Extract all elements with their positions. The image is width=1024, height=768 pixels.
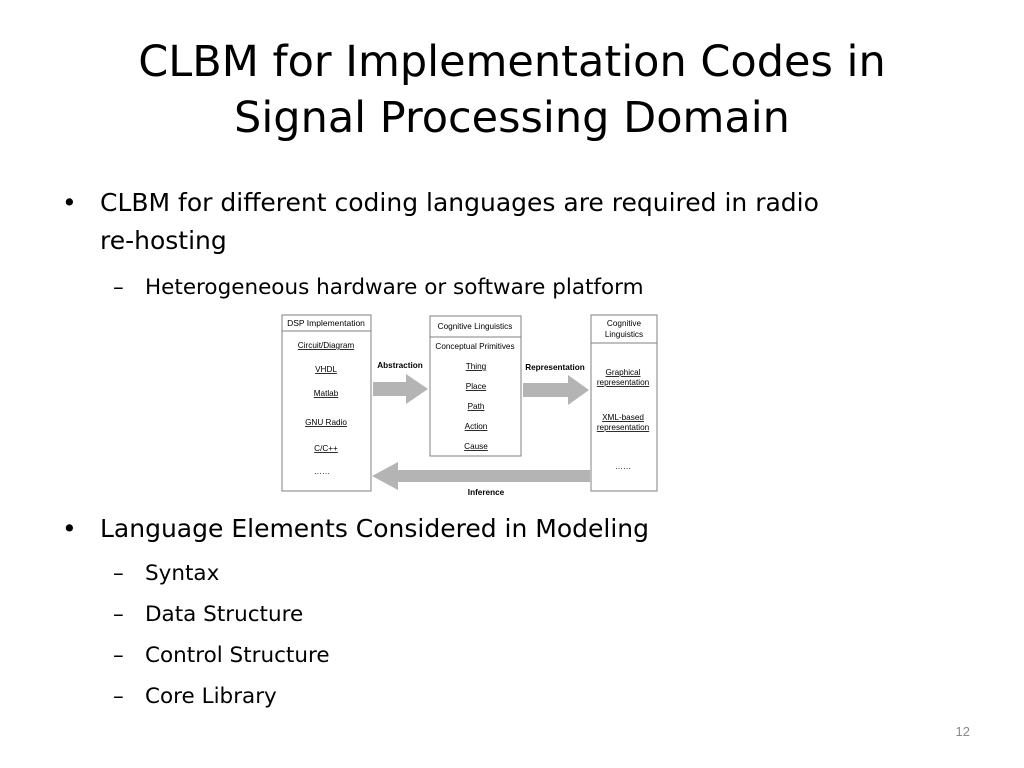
clbm-diagram: DSP Implementation Circuit/Diagram VHDL … (281, 314, 658, 496)
box-item: VHDL (315, 365, 337, 374)
representation-arrow: Representation (523, 363, 589, 405)
abstraction-arrow: Abstraction (373, 361, 428, 404)
box-header: Cognitive Linguistics (438, 322, 513, 331)
box-item: Cause (464, 442, 488, 451)
inference-label: Inference (468, 488, 505, 496)
box-item: Thing (466, 362, 487, 371)
cognitive-linguistics-output-box: Cognitive Linguistics Graphical represen… (590, 314, 658, 492)
box-header: Cognitive (607, 319, 642, 328)
box-item: GNU Radio (305, 418, 347, 427)
representation-label: Representation (525, 363, 585, 372)
dash-icon: – (113, 275, 124, 300)
box-item: representation (597, 378, 650, 387)
box-subheader: Conceptual Primitives (435, 342, 514, 351)
box-header: Linguistics (605, 330, 643, 339)
title-line-1: CLBM for Implementation Codes in (138, 37, 886, 87)
sub-bullet-item: – Control Structure (113, 641, 965, 671)
sub-bullet-text: Core Library (145, 684, 277, 709)
box-header: DSP Implementation (287, 318, 365, 328)
box-item: Path (468, 402, 485, 411)
box-item: C/C++ (314, 444, 338, 453)
cognitive-linguistics-box: Cognitive Linguistics Conceptual Primiti… (429, 315, 522, 457)
bullet-text-line: CLBM for different coding languages are … (100, 188, 819, 217)
box-ellipsis: …… (615, 462, 631, 471)
box-item: Graphical (605, 368, 640, 377)
sub-bullet-text: Control Structure (145, 643, 330, 668)
box-item: XML-based (602, 413, 644, 422)
title-line-2: Signal Processing Domain (234, 93, 790, 143)
sub-bullet-item: – Syntax (113, 559, 965, 589)
abstraction-label: Abstraction (377, 361, 423, 370)
sub-bullet-text: Syntax (145, 561, 220, 586)
box-item: Matlab (314, 389, 339, 398)
sub-bullet-item: – Heterogeneous hardware or software pla… (113, 273, 965, 303)
inference-arrow: Inference (372, 462, 590, 496)
bullet-text-line: re-hosting (100, 226, 227, 255)
slide-title: CLBM for Implementation Codes in Signal … (60, 34, 964, 146)
dash-icon: – (113, 561, 124, 586)
sub-bullet-text: Heterogeneous hardware or software platf… (145, 275, 644, 300)
sub-bullet-text: Data Structure (145, 602, 304, 627)
dsp-implementation-box: DSP Implementation Circuit/Diagram VHDL … (281, 314, 372, 492)
bullet-icon: • (62, 188, 77, 217)
sub-bullet-item: – Core Library (113, 682, 965, 712)
box-item: Place (466, 382, 487, 391)
box-item: Action (465, 422, 488, 431)
dash-icon: – (113, 684, 124, 709)
bullet-item: • Language Elements Considered in Modeli… (62, 510, 970, 548)
box-item: Circuit/Diagram (298, 341, 355, 350)
bullet-icon: • (62, 514, 77, 543)
page-number: 12 (955, 724, 970, 739)
bullet-text-line: Language Elements Considered in Modeling (100, 514, 649, 543)
dash-icon: – (113, 643, 124, 668)
sub-bullet-item: – Data Structure (113, 600, 965, 630)
bullet-item: • CLBM for different coding languages ar… (62, 184, 970, 260)
box-item: representation (597, 423, 650, 432)
dash-icon: – (113, 602, 124, 627)
box-ellipsis: …… (314, 467, 330, 476)
